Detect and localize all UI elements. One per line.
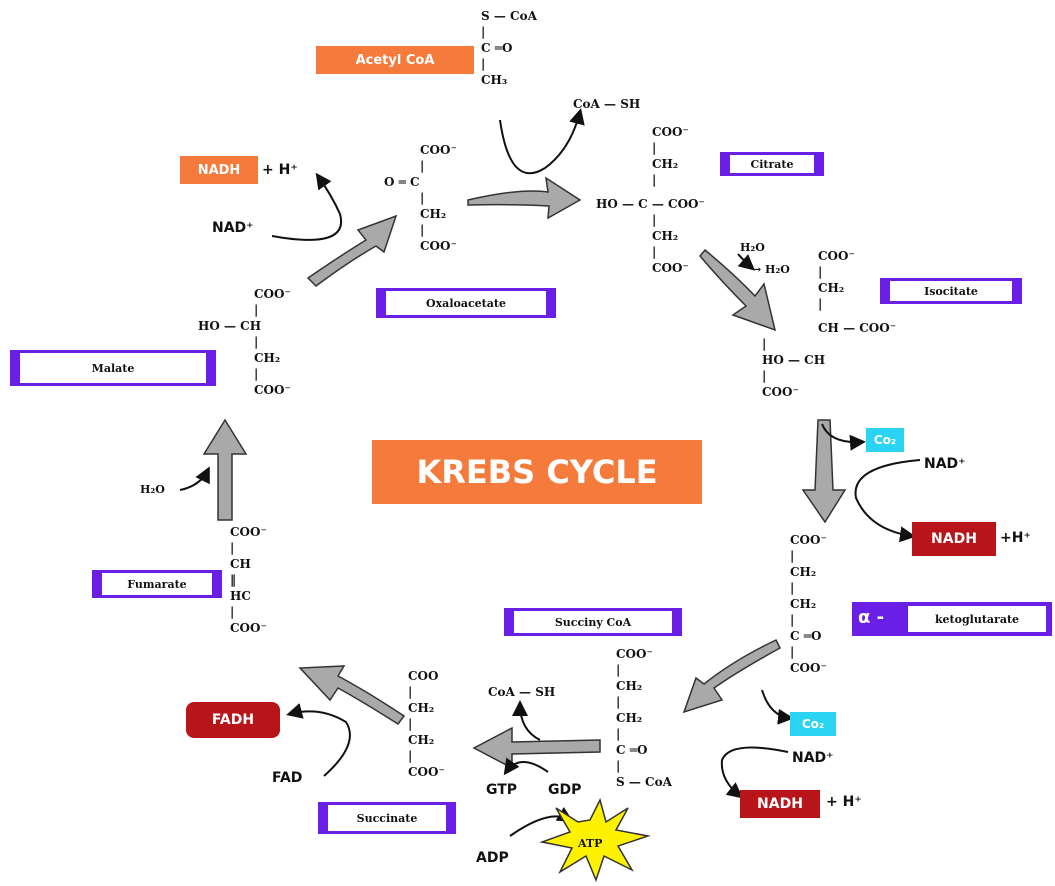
curve-fad-to-fadh xyxy=(286,703,351,777)
arrow-isocitrate-to-ketoglutarate xyxy=(801,419,847,524)
oxaloacetate-structure-bottom: | CH₂ | COO⁻ xyxy=(420,191,457,253)
diagram-title: KREBS CYCLE xyxy=(372,440,702,504)
succinyl-coa-structure: COO⁻ | CH₂ | CH₂ | C ═O | S — CoA xyxy=(616,647,672,789)
curve-adp-to-atp xyxy=(509,806,574,837)
curve-co2-ketoglutarate xyxy=(761,689,794,725)
malate-label: Malate xyxy=(10,350,216,386)
co2-badge-ketoglutarate: Co₂ xyxy=(790,712,836,736)
h-plus-oxaloacetate: + H⁺ xyxy=(262,162,298,178)
isocitrate-structure-top: COO⁻ | CH₂ | xyxy=(818,249,855,311)
arrow-malate-to-oxaloacetate xyxy=(306,214,398,287)
malate-structure-top: COO⁻ | xyxy=(254,287,291,317)
arrow-citrate-to-isocitrate xyxy=(699,248,777,332)
malate-structure-mid: HO — CH xyxy=(198,319,262,333)
oxaloacetate-label: Oxaloacetate xyxy=(376,288,556,318)
succinate-structure: COO | CH₂ | CH₂ | COO⁻ xyxy=(408,669,445,779)
curve-h2o-isocitrate xyxy=(737,253,756,271)
h2o-malate: H₂O xyxy=(140,483,165,496)
curve-acetyl-entry xyxy=(499,108,585,175)
nadh-ketoglutarate: NADH xyxy=(740,790,820,818)
curve-nad-to-nadh-isocitrate xyxy=(854,459,921,543)
curve-nad-to-nadh-oxaloacetate xyxy=(271,172,343,241)
arrow-succinate-to-fumarate xyxy=(298,665,406,726)
succinate-label: Succinate xyxy=(318,802,456,834)
adp-label: ADP xyxy=(476,850,509,866)
coa-sh-succinyl: CoA — SH xyxy=(488,685,556,699)
nad-oxaloacetate: NAD⁺ xyxy=(212,220,254,236)
curve-co2-isocitrate xyxy=(821,423,866,451)
arrow-succinyl-to-succinate xyxy=(472,726,601,770)
nad-isocitrate: NAD⁺ xyxy=(924,456,966,472)
citrate-structure-mid: HO — C — COO⁻ xyxy=(596,197,705,211)
curve-coa-sh-succinyl xyxy=(512,700,541,741)
malate-structure-bottom: | CH₂ | COO⁻ xyxy=(254,335,291,397)
oxaloacetate-structure-top: COO⁻ | xyxy=(420,143,457,173)
h-plus-isocitrate: +H⁺ xyxy=(1000,530,1031,546)
citrate-label: Citrate xyxy=(720,152,824,176)
acetyl-coa-structure: S — CoA | C ═O | CH₃ xyxy=(481,9,537,87)
arrow-ketoglutarate-to-succinyl xyxy=(682,639,781,714)
ketoglutarate-structure: COO⁻ | CH₂ | CH₂ | C ═O | COO⁻ xyxy=(790,533,827,675)
gdp-label: GDP xyxy=(548,782,582,798)
h2o-in: H₂O xyxy=(740,241,765,254)
curve-gdp-to-gtp xyxy=(503,757,549,776)
succiny-coa-label: Succiny CoA xyxy=(504,608,682,636)
acetyl-coa-label: Acetyl CoA xyxy=(316,46,474,74)
oxaloacetate-structure-mid: O ═ C xyxy=(384,175,420,189)
arrow-fumarate-to-malate xyxy=(202,418,248,521)
atp-star-icon xyxy=(539,797,651,883)
h-plus-ketoglutarate: + H⁺ xyxy=(826,794,862,810)
nadh-isocitrate: NADH xyxy=(912,522,996,556)
atp-label: ATP xyxy=(578,837,603,850)
coa-sh-citrate: CoA — SH xyxy=(573,97,641,111)
co2-badge-isocitrate: Co₂ xyxy=(866,428,904,452)
alpha-symbol: α - xyxy=(858,607,885,628)
fad-label: FAD xyxy=(272,770,303,786)
h2o-out: → H₂O xyxy=(752,263,790,276)
fumarate-structure: COO⁻ | CH ‖ HC | COO⁻ xyxy=(230,525,267,635)
fumarate-label: Fumarate xyxy=(92,570,222,598)
citrate-structure-top: COO⁻ | CH₂ | xyxy=(652,125,689,187)
nadh-oxaloacetate: NADH xyxy=(180,156,258,184)
nad-ketoglutarate: NAD⁺ xyxy=(792,750,834,766)
fadh-label: FADH xyxy=(186,702,280,738)
isocitrate-structure-mid: CH — COO⁻ xyxy=(818,321,897,335)
isocitate-label: Isocitate xyxy=(880,278,1022,304)
gtp-label: GTP xyxy=(486,782,518,798)
ketoglutarate-label-frame: α - ketoglutarate xyxy=(852,602,1052,636)
citrate-structure-bottom: | CH₂ | COO⁻ xyxy=(652,213,689,275)
curve-nad-to-nadh-ketoglutarate xyxy=(720,746,789,799)
isocitrate-structure-bottom: | HO — CH | COO⁻ xyxy=(762,337,826,399)
ketoglutarate-label: ketoglutarate xyxy=(908,606,1046,632)
curve-h2o-malate xyxy=(179,466,210,491)
arrow-oxaloacetate-to-citrate xyxy=(467,176,582,220)
